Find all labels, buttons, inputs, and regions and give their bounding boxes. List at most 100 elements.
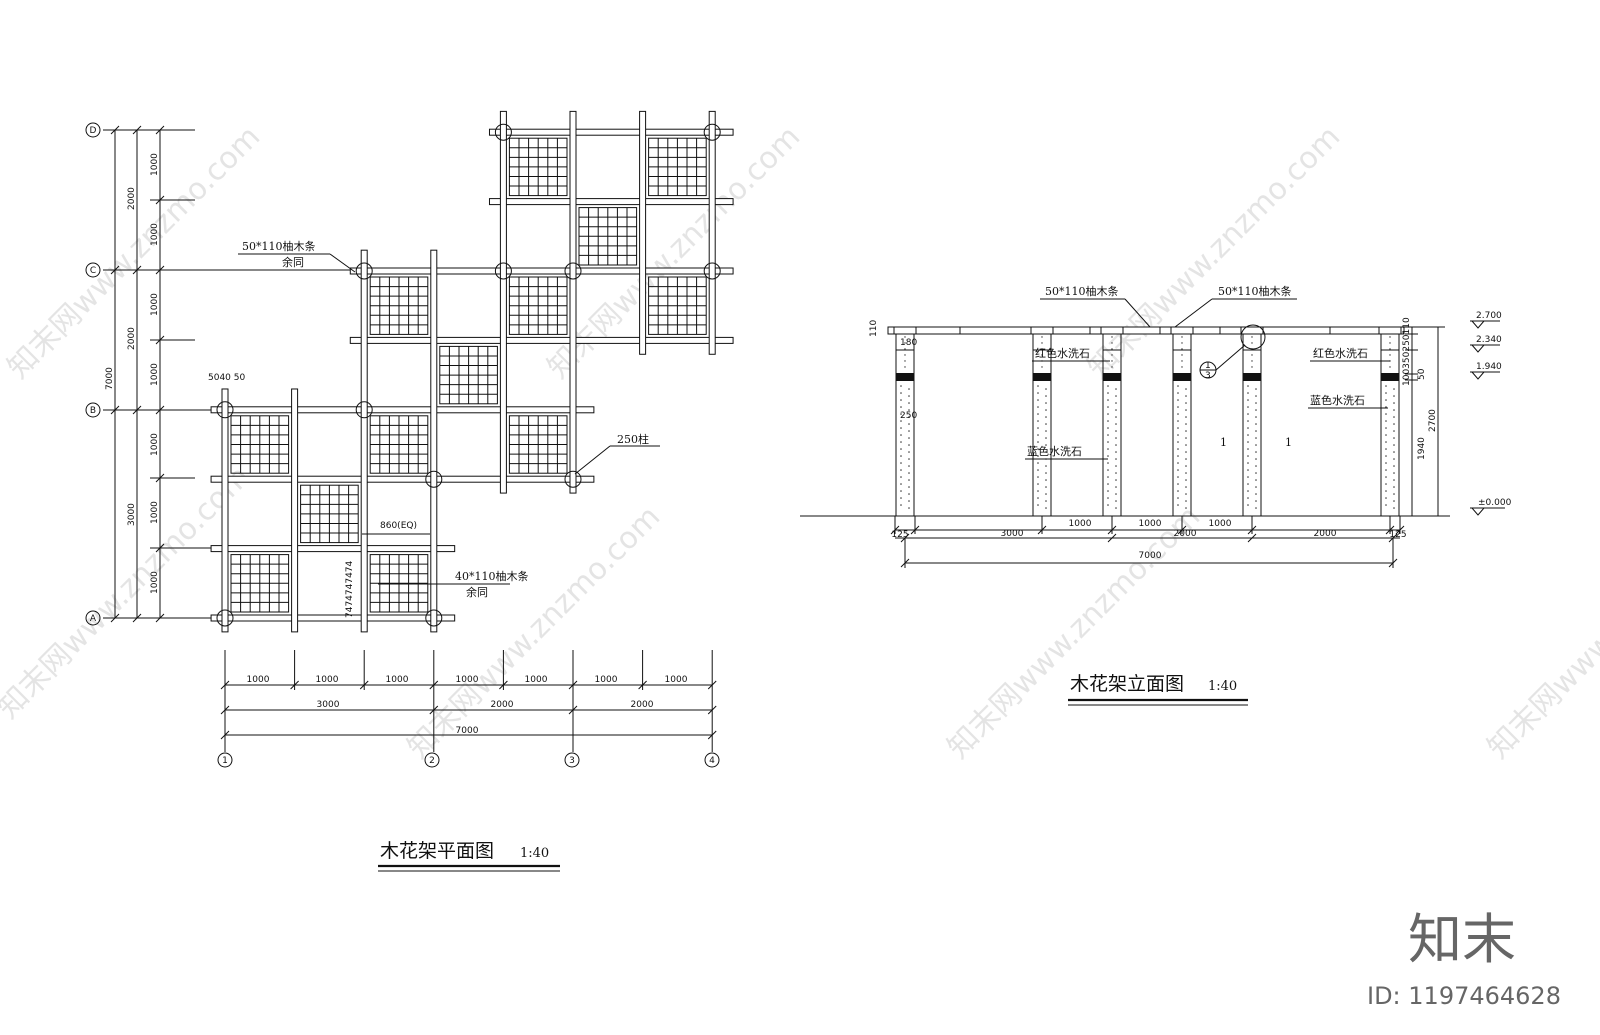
stone-texture [1115,500,1117,502]
stone-texture [900,504,902,506]
plan-dim-left-mid: 3000 [127,503,137,526]
stone-texture [1255,493,1257,495]
plan-beam-horizontal [210,406,595,414]
stone-texture [1107,455,1109,457]
stone-texture [908,423,910,425]
stone-texture [1181,348,1183,350]
stone-texture [1247,455,1249,457]
stone-texture [1111,336,1113,338]
stone-texture [1385,497,1387,499]
stone-texture [1181,354,1183,356]
column-band [1033,373,1051,381]
plan-bottom-dimensions: 1000 1000 1000 1000 1000 1000 1000 3000 … [220,650,717,752]
elevation-column [1240,326,1264,517]
stone-texture [1389,336,1391,338]
stone-texture [1177,497,1179,499]
stone-texture [908,409,910,411]
plan-dim-left-inner: 1000 [150,223,160,246]
stone-texture [1247,420,1249,422]
plan-column [494,262,512,280]
column-cap [1170,326,1194,335]
plan-beam-horizontal [488,198,734,206]
stone-texture [1045,486,1047,488]
grid-bubble-2: 2 [429,756,435,766]
lattice-panel [230,415,290,474]
elev-right-dim-2700: 2700 [1428,409,1438,432]
plan-beams [210,110,734,633]
stone-texture [1385,490,1387,492]
plan-column [216,401,234,419]
stone-texture [1177,434,1179,436]
stone-texture [1255,437,1257,439]
stone-texture [908,416,910,418]
elev-level-3: 1.940 [1476,362,1502,372]
elev-dim-250: 250 [900,411,917,421]
stone-texture [900,490,902,492]
grid-bubble-b: B [90,406,96,416]
stone-texture [1177,476,1179,478]
elev-section-mark-1: 1 [1220,436,1227,449]
brand-id: ID: 1197464628 [1367,982,1561,1010]
stone-texture [908,437,910,439]
elev-stone-left-1: 红色水洗石 [1035,346,1090,360]
stone-texture [1037,392,1039,394]
dim-tick [132,613,142,623]
elev-right-dims-small: 100350250110 [1402,317,1412,386]
stone-texture [1177,483,1179,485]
stone-texture [1185,416,1187,418]
stone-texture [900,497,902,499]
column-band [1173,373,1191,381]
stone-texture [1255,479,1257,481]
lattice-panel [439,345,498,405]
stone-texture [1185,500,1187,502]
stone-texture [1107,490,1109,492]
stone-texture [1385,504,1387,506]
plan-dim-left-inner: 1000 [150,153,160,176]
stone-texture [1255,409,1257,411]
stone-texture [1181,366,1183,368]
stone-texture [1251,354,1253,356]
stone-texture [1115,472,1117,474]
stone-texture [1107,434,1109,436]
stone-texture [1177,462,1179,464]
stone-texture [1115,395,1117,397]
dim-tick [220,730,230,740]
stone-texture [1045,423,1047,425]
dim-tick [132,265,142,275]
stone-texture [1247,497,1249,499]
stone-texture [1185,430,1187,432]
stone-texture [1247,392,1249,394]
stone-texture [1115,430,1117,432]
stone-texture [1177,413,1179,415]
stone-texture [1385,385,1387,387]
stone-texture [1115,507,1117,509]
stone-texture [1037,448,1039,450]
stone-texture [1177,392,1179,394]
stone-texture [1037,504,1039,506]
stone-texture [1385,427,1387,429]
stone-texture [1041,354,1043,356]
stone-texture [1393,444,1395,446]
stone-texture [1247,504,1249,506]
stone-texture [1045,500,1047,502]
column-cap [1030,326,1054,335]
stone-texture [1037,434,1039,436]
stone-texture [1045,388,1047,390]
stone-texture [1041,366,1043,368]
elevation-scale: 1:40 [1208,679,1237,694]
stone-texture [904,354,906,356]
plan-column [425,609,443,627]
stone-texture [900,455,902,457]
plan-dim-bottom-mid: 2000 [491,700,514,710]
stone-texture [1045,437,1047,439]
stone-texture [1385,434,1387,436]
elev-dim-180: 180 [900,338,917,348]
stone-texture [908,458,910,460]
column-band [1243,373,1261,381]
grid-bubble-3: 3 [569,756,575,766]
column-cap [1378,326,1402,335]
watermark-text: 知末网www.znzmo.com [941,499,1207,765]
stone-texture [1247,413,1249,415]
stone-texture [1037,413,1039,415]
elev-dim-bottom-mid: 3000 [1001,529,1024,539]
